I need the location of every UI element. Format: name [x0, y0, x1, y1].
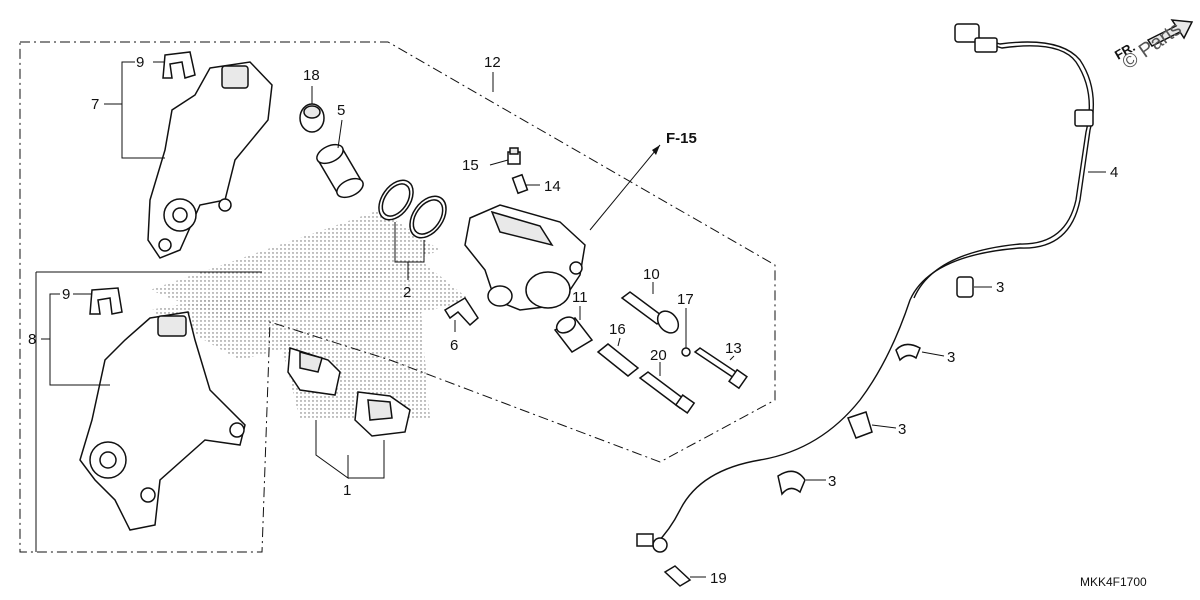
assembly-outlines — [19, 41, 776, 553]
callout-9-lower: 9 — [62, 286, 70, 303]
callout-14: 14 — [544, 178, 561, 195]
bolt-20[interactable] — [638, 371, 696, 414]
pad-pin-13[interactable] — [693, 347, 748, 390]
callout-3c: 3 — [898, 421, 906, 438]
callout-3b: 3 — [947, 349, 955, 366]
leader-lines — [41, 61, 1106, 578]
clip-9-lower[interactable] — [89, 287, 123, 315]
bolt-19[interactable] — [663, 565, 692, 587]
wire-clamp-3d[interactable] — [777, 470, 806, 496]
callout-11: 11 — [572, 289, 588, 306]
callout-1: 1 — [343, 482, 351, 499]
caliper-bracket-lower[interactable] — [79, 311, 246, 531]
callout-18: 18 — [303, 67, 320, 84]
boot-11[interactable] — [553, 314, 594, 353]
bleeder-screw-14[interactable] — [511, 173, 529, 195]
wire-clamp-3a[interactable] — [956, 276, 974, 298]
pad-spring-6[interactable] — [443, 296, 479, 327]
bleeder-valve-15[interactable] — [507, 147, 521, 165]
callout-3d: 3 — [828, 473, 836, 490]
brake-pads-1[interactable] — [287, 347, 411, 437]
caliper-body[interactable] — [464, 204, 586, 311]
sleeve-16[interactable] — [596, 343, 640, 377]
wire-clamp-3c[interactable] — [847, 411, 873, 439]
callout-4: 4 — [1110, 164, 1118, 181]
callout-13: 13 — [725, 340, 742, 357]
callout-6: 6 — [450, 337, 458, 354]
callout-3a: 3 — [996, 279, 1004, 296]
clip-9-upper[interactable] — [162, 51, 196, 79]
callout-17: 17 — [677, 291, 694, 308]
callout-15: 15 — [462, 157, 479, 174]
callout-19: 19 — [710, 570, 727, 587]
callout-16: 16 — [609, 321, 626, 338]
callout-12: 12 — [484, 54, 501, 71]
piston-seals-2[interactable] — [372, 174, 454, 244]
catalog-code: MKK4F1700 — [1080, 575, 1147, 589]
o-ring-17[interactable] — [681, 347, 691, 357]
callout-7: 7 — [91, 96, 99, 113]
callout-20: 20 — [650, 347, 667, 364]
piston-5[interactable] — [314, 141, 366, 201]
front-direction-arrow — [1146, 19, 1194, 47]
reference-label: F-15 — [666, 130, 697, 147]
callout-2: 2 — [403, 284, 411, 301]
caliper-assembly-outline — [19, 41, 776, 553]
bleeder-cap-18[interactable] — [299, 103, 325, 133]
wheel-speed-sensor-wire[interactable] — [636, 23, 1095, 553]
wire-clamp-3b[interactable] — [895, 343, 921, 362]
callout-9-upper: 9 — [136, 54, 144, 71]
caliper-bracket-upper[interactable] — [147, 61, 273, 259]
slide-pin-10[interactable] — [620, 291, 683, 337]
callout-8: 8 — [28, 331, 36, 348]
callout-5: 5 — [337, 102, 345, 119]
callout-10: 10 — [643, 266, 660, 283]
